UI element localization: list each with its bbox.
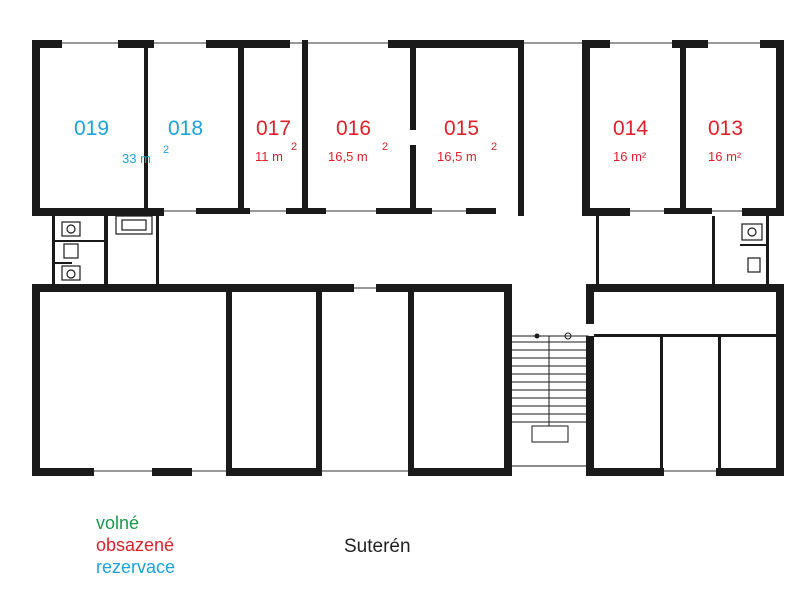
toilet-icon (61, 265, 81, 281)
toilet-icon (61, 221, 81, 237)
room-015-area-sup: 2 (491, 141, 497, 153)
room-labels: 019 018 33 m 2 017 11 m 2 016 16,5 m 2 0… (74, 117, 743, 166)
fixtures (61, 215, 763, 281)
room-014-area: 16 m² (613, 149, 647, 164)
room-017-area: 11 m (255, 149, 283, 164)
legend-occupied: obsazené (96, 535, 175, 555)
room-015-number: 015 (444, 117, 479, 140)
legend-free: volné (96, 513, 140, 533)
room-017-number: 017 (256, 117, 291, 140)
room-016-number: 016 (336, 117, 371, 140)
room-015-area: 16,5 m (437, 149, 477, 164)
room-019-number: 019 (74, 117, 109, 140)
legend-reserved: rezervace (96, 557, 176, 577)
room-017-area-sup: 2 (291, 141, 297, 153)
toilet-icon (741, 223, 763, 241)
room-016-area-sup: 2 (382, 141, 388, 153)
room-016-area: 16,5 m (328, 149, 368, 164)
room-018-area: 33 m (122, 151, 151, 166)
walls (32, 40, 784, 476)
legend: volné obsazené rezervace (96, 512, 175, 578)
staircase (509, 332, 589, 467)
sink-icon (115, 215, 153, 235)
room-018-number: 018 (168, 117, 203, 140)
room-014-number: 014 (613, 117, 648, 140)
room-013-number: 013 (708, 117, 743, 140)
floor-label: Suterén (344, 536, 411, 557)
room-013-area: 16 m² (708, 149, 742, 164)
room-018-area-sup: 2 (163, 144, 169, 156)
